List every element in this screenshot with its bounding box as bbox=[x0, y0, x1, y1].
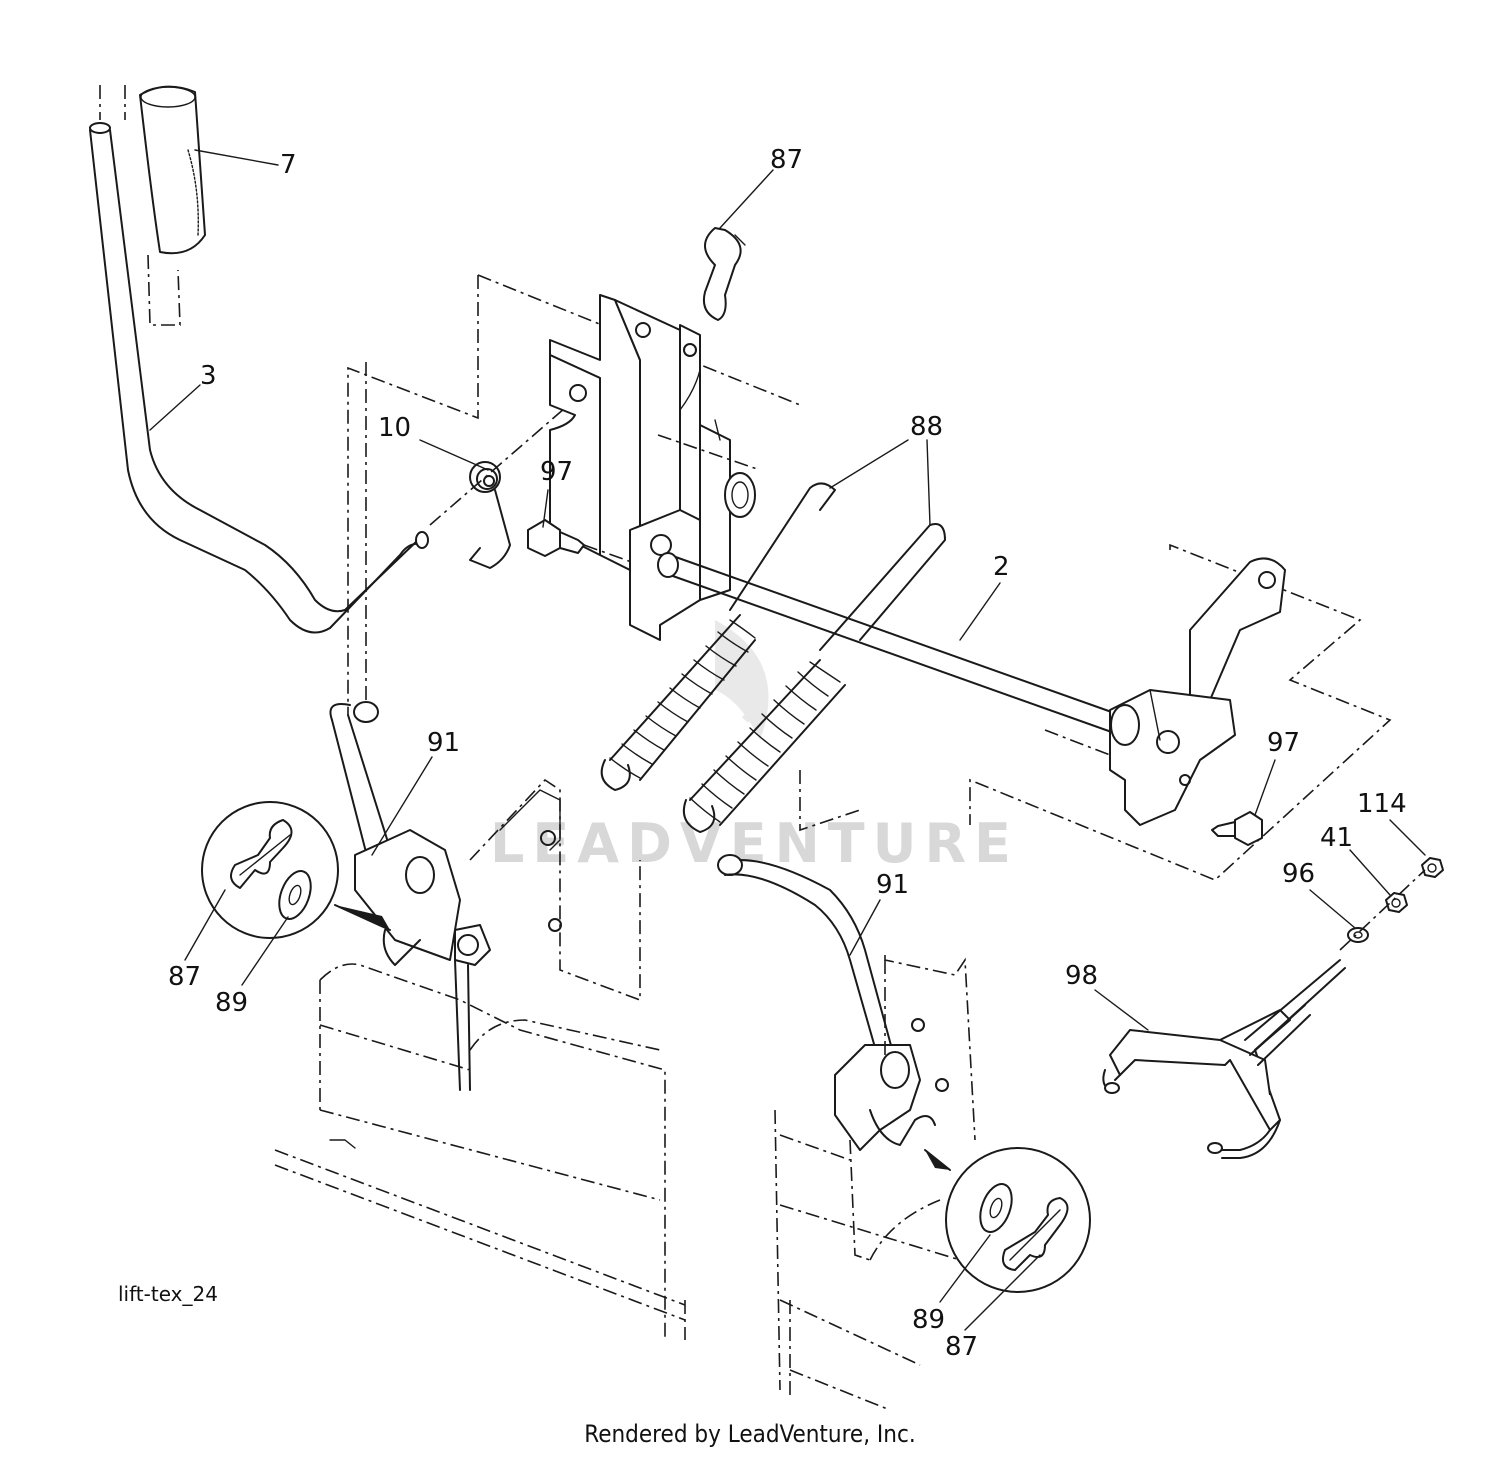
detail-circle-left bbox=[201, 801, 391, 939]
extension-springs-part bbox=[600, 482, 946, 833]
callout-88: 88 bbox=[910, 412, 943, 442]
torsion-spring-part bbox=[469, 461, 511, 569]
callout-87-top: 87 bbox=[770, 145, 803, 175]
lift-shaft-part bbox=[657, 552, 1121, 756]
callout-labels: 7 3 87 10 97 88 2 91 87 89 97 114 41 96 … bbox=[168, 145, 1407, 1362]
left-deck-bracket-part bbox=[274, 778, 686, 1340]
flange-bolt-part bbox=[527, 519, 641, 566]
callout-87-right: 87 bbox=[945, 1332, 978, 1362]
callout-7: 7 bbox=[280, 150, 297, 180]
callout-96: 96 bbox=[1282, 859, 1315, 889]
callout-87-left: 87 bbox=[168, 962, 201, 992]
callout-98: 98 bbox=[1065, 961, 1098, 991]
callout-97-right: 97 bbox=[1267, 728, 1300, 758]
callout-91-right: 91 bbox=[876, 870, 909, 900]
lift-link-right-part bbox=[717, 854, 976, 1411]
footer-credit: Rendered by LeadVenture, Inc. bbox=[584, 1420, 915, 1448]
hairpin-clip-part bbox=[702, 227, 746, 321]
callout-91-left: 91 bbox=[427, 728, 460, 758]
handle-grip-part bbox=[99, 85, 206, 326]
watermark: LEADVENTURE bbox=[490, 812, 1019, 875]
mounting-bracket-part bbox=[347, 274, 801, 715]
callout-114: 114 bbox=[1357, 789, 1407, 819]
flange-bolt-right-part bbox=[1211, 811, 1263, 846]
callout-89-right: 89 bbox=[912, 1305, 945, 1335]
watermark-logo bbox=[715, 620, 769, 740]
leader-lines bbox=[149, 149, 1426, 1331]
callout-89-left: 89 bbox=[215, 988, 248, 1018]
diagram-id: lift-tex_24 bbox=[118, 1282, 218, 1306]
hardware-nuts-part bbox=[1339, 857, 1444, 951]
lift-lever-part bbox=[89, 122, 581, 634]
deck-lift-arm-part bbox=[1102, 959, 1346, 1159]
callout-2: 2 bbox=[993, 552, 1010, 582]
callout-10: 10 bbox=[378, 413, 411, 443]
callout-3: 3 bbox=[200, 361, 217, 391]
callout-97-left: 97 bbox=[540, 457, 573, 487]
right-lift-arm-part bbox=[799, 543, 1392, 881]
detail-circle-right bbox=[924, 1147, 1091, 1293]
callout-41: 41 bbox=[1320, 823, 1353, 853]
